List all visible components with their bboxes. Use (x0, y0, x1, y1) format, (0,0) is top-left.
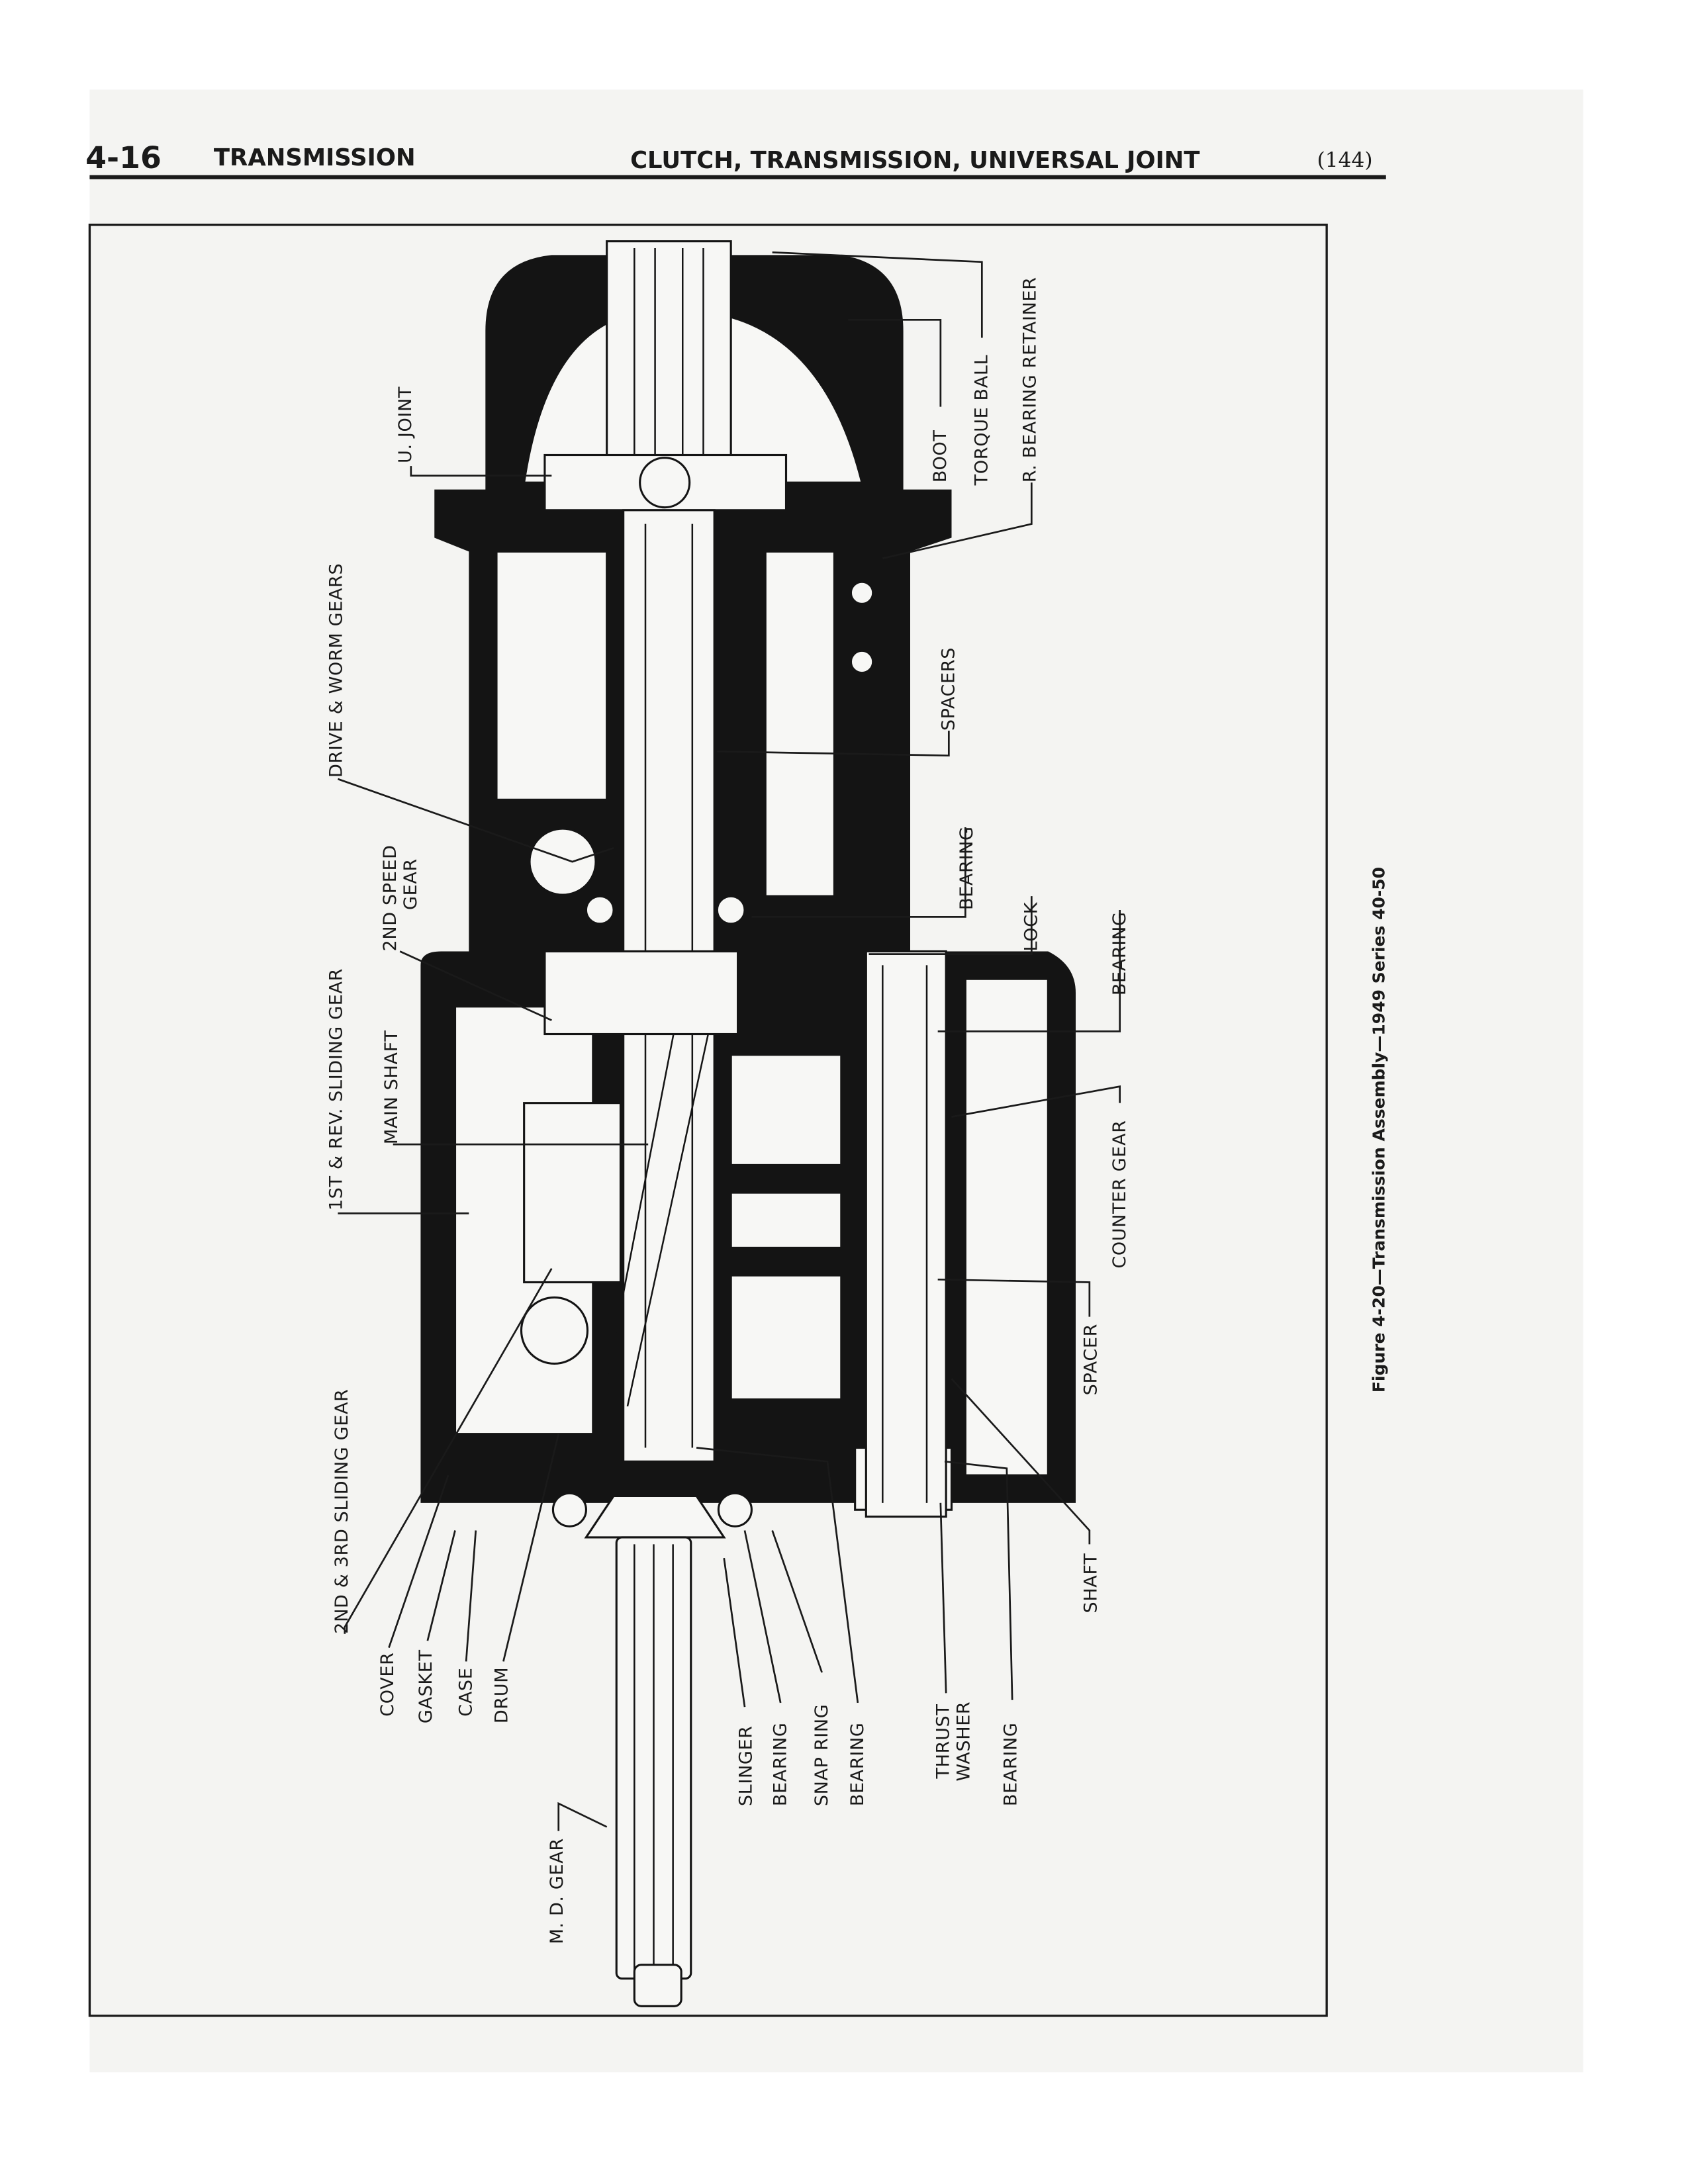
label-bearing: BEARING (1109, 912, 1130, 996)
label-1st-rev-sliding-gear: 1ST & REV. SLIDING GEAR (326, 968, 347, 1210)
label-shaft: SHAFT (1080, 1553, 1101, 1614)
label-cover: COVER (377, 1652, 398, 1716)
label-bearing: BEARING (847, 1723, 868, 1807)
label-counter-gear: COUNTER GEAR (1109, 1120, 1130, 1268)
label-drum: DRUM (492, 1667, 512, 1723)
label-thrust-washer-line2: WASHER (954, 1702, 974, 1782)
label-bearing: BEARING (1000, 1723, 1021, 1807)
page-number: 4-16 (85, 140, 162, 175)
label-md-gear: M. D. GEAR (547, 1838, 567, 1944)
label-spacer: SPACER (1080, 1324, 1101, 1395)
label-gasket: GASKET (416, 1649, 436, 1723)
label-2nd-speed-gear-line2: GEAR (400, 858, 421, 910)
part-labels: U. JOINT DRIVE & WORM GEARS 2ND SPEED GE… (326, 277, 1130, 1944)
header-rule (89, 175, 1386, 179)
label-boot: BOOT (930, 430, 951, 482)
transmission-cutaway-drawing (420, 240, 1076, 2007)
label-lock: LOCK (1021, 901, 1042, 951)
label-bearing: BEARING (771, 1723, 791, 1807)
figure-frame (88, 223, 1328, 2017)
leader-lines (337, 251, 1121, 1831)
label-main-shaft: MAIN SHAFT (381, 1030, 402, 1144)
figure-caption: Figure 4-20—Transmission Assembly—1949 S… (1370, 867, 1389, 1392)
label-r-bearing-retainer: R. BEARING RETAINER (1020, 277, 1041, 482)
section-title: TRANSMISSION (214, 144, 416, 171)
label-slinger: SLINGER (735, 1725, 756, 1806)
label-drive-worm-gears: DRIVE & WORM GEARS (326, 563, 347, 778)
label-case: CASE (456, 1668, 477, 1717)
label-2nd-3rd-sliding-gear: 2ND & 3RD SLIDING GEAR (332, 1388, 352, 1633)
label-2nd-speed-gear-line1: 2ND SPEED (380, 844, 400, 951)
chapter-title: CLUTCH, TRANSMISSION, UNIVERSAL JOINT (630, 147, 1199, 174)
label-snap-ring: SNAP RING (812, 1704, 832, 1807)
label-spacers: SPACERS (939, 647, 959, 731)
label-u-joint: U. JOINT (395, 387, 416, 463)
label-thrust-washer-line1: THRUST (933, 1704, 953, 1779)
label-bearing: BEARING (957, 826, 977, 910)
folio: (144) (1317, 148, 1373, 172)
label-torque-ball: TORQUE BALL (972, 355, 992, 486)
